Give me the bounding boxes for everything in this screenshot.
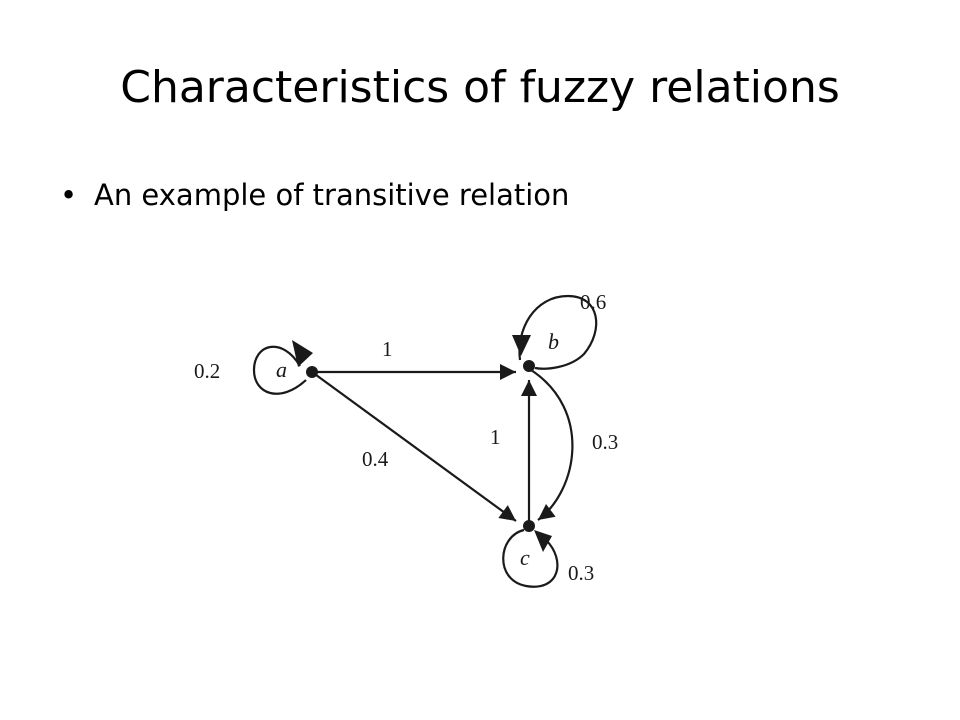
bullet-item: • An example of transitive relation [60,178,569,212]
slide-title: Characteristics of fuzzy relations [120,62,840,113]
self-loop-b: 0.6 [512,290,606,370]
bullet-list: • An example of transitive relation [60,178,569,212]
edge-b-c: 0.3 [530,369,618,521]
self-loop-c: 0.3 [502,528,594,588]
node-label-c: c [520,545,530,570]
edge-weight-a-a: 0.2 [194,359,220,383]
node-a: a [276,357,318,382]
edge-weight-c-c: 0.3 [568,561,594,585]
edge-c-b: 1 [490,380,537,526]
edge-weight-c-b: 1 [490,425,501,449]
edge-a-c: 0.4 [311,371,517,522]
node-label-b: b [548,329,559,354]
bullet-text: An example of transitive relation [94,178,570,212]
node-label-a: a [276,357,287,382]
node-c: c [520,520,535,570]
edge-weight-b-b: 0.6 [580,290,606,314]
edge-weight-a-c: 0.4 [362,447,389,471]
node-b: b [523,329,559,372]
self-loop-a: 0.2 [194,340,313,395]
edge-weight-b-c: 0.3 [592,430,618,454]
bullet-icon: • [60,178,78,212]
edge-a-b: 1 [312,337,516,380]
edge-weight-a-b: 1 [382,337,393,361]
